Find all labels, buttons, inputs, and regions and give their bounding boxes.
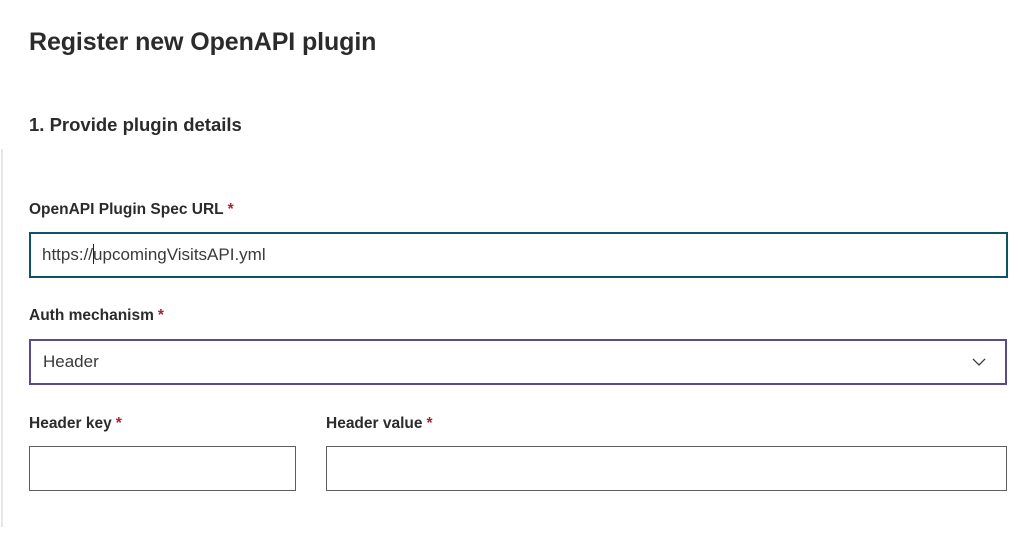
openapi-spec-url-value: https://upcomingVisitsAPI.yml: [42, 244, 266, 266]
openapi-spec-url-input[interactable]: https://upcomingVisitsAPI.yml: [29, 232, 1008, 278]
header-value-label-text: Header value: [326, 415, 423, 432]
auth-mechanism-selected-value: Header: [43, 352, 99, 371]
required-asterisk: *: [157, 307, 164, 324]
required-asterisk: *: [115, 415, 122, 432]
text-caret: [92, 244, 94, 264]
auth-mechanism-dropdown[interactable]: Header: [29, 339, 1007, 385]
left-vertical-rule: [1, 149, 3, 527]
auth-mechanism-label-text: Auth mechanism: [29, 307, 154, 324]
openapi-spec-url-value-before-caret: https://: [42, 245, 94, 264]
chevron-down-icon[interactable]: [971, 354, 987, 370]
header-key-input[interactable]: [29, 446, 296, 491]
openapi-spec-url-label-text: OpenAPI Plugin Spec URL: [29, 201, 224, 218]
auth-mechanism-label: Auth mechanism*: [29, 306, 164, 326]
page-title: Register new OpenAPI plugin: [29, 28, 377, 56]
required-asterisk: *: [426, 415, 433, 432]
header-value-label: Header value*: [326, 414, 433, 434]
header-key-label: Header key*: [29, 414, 122, 434]
required-asterisk: *: [227, 201, 234, 218]
header-key-label-text: Header key: [29, 415, 112, 432]
header-value-input[interactable]: [326, 446, 1007, 491]
section-heading-provide-plugin-details: 1. Provide plugin details: [29, 114, 242, 135]
openapi-spec-url-label: OpenAPI Plugin Spec URL*: [29, 200, 234, 220]
openapi-spec-url-value-after-caret: upcomingVisitsAPI.yml: [93, 245, 266, 264]
